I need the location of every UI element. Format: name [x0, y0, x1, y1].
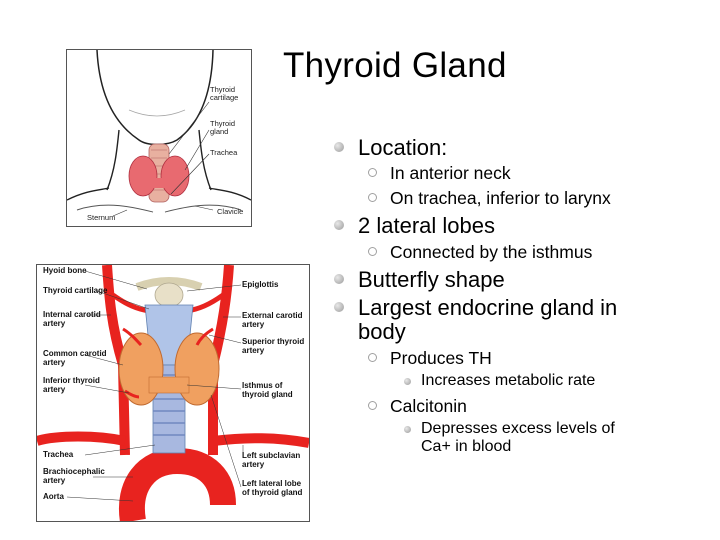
sub-bullet-calcitonin: Calcitonin — [390, 396, 467, 416]
bullet-dot — [334, 142, 344, 152]
anatomy-drawing — [35, 264, 310, 524]
bullet-dot — [334, 302, 344, 312]
bullet-largest-gland-line2: body — [358, 319, 406, 344]
bullet-butterfly: Butterfly shape — [358, 267, 505, 292]
item-depresses-line2: Ca+ in blood — [421, 438, 512, 455]
bullet-location: Location: — [358, 135, 448, 160]
label-thyroid-cartilage-2: Thyroid cartilage — [43, 286, 108, 295]
sub-sub-bullet-dot — [404, 378, 411, 385]
sub-bullet-ring — [368, 353, 377, 362]
sub-bullet-ring — [368, 401, 377, 410]
bullet-lateral-lobes: 2 lateral lobes — [358, 213, 495, 238]
label-epiglottis: Epiglottis — [242, 280, 279, 289]
bullet-dot — [334, 220, 344, 230]
sub-bullet-ring — [368, 247, 377, 256]
label-aorta: Aorta — [43, 492, 64, 501]
anatomy-illustration: Hyoid bone Thyroid cartilage Internal ca… — [35, 264, 310, 524]
bullet-dot — [334, 274, 344, 284]
sub-bullet-ring — [368, 193, 377, 202]
sub-bullet-anterior-neck: In anterior neck — [390, 163, 511, 183]
sub-bullet-produces-th: Produces TH — [390, 348, 492, 368]
sub-bullet-ring — [368, 168, 377, 177]
neck-drawing — [66, 49, 252, 217]
label-trachea-2: Trachea — [43, 450, 74, 459]
label-sternum: Sternum — [87, 213, 116, 222]
item-depresses-line1: Depresses excess levels of — [421, 420, 615, 437]
bullet-largest-gland-line1: Largest endocrine gland in — [358, 295, 618, 320]
sub-sub-bullet-dot — [404, 426, 411, 433]
label-trachea: Trachea — [210, 148, 238, 157]
item-metabolic-rate: Increases metabolic rate — [421, 372, 596, 389]
label-hyoid-bone: Hyoid bone — [43, 266, 87, 275]
slide-title: Thyroid Gland — [283, 46, 507, 85]
sub-bullet-isthmus: Connected by the isthmus — [390, 242, 593, 262]
label-clavicle: Clavicle — [217, 207, 244, 216]
sub-bullet-on-trachea: On trachea, inferior to larynx — [390, 188, 611, 208]
